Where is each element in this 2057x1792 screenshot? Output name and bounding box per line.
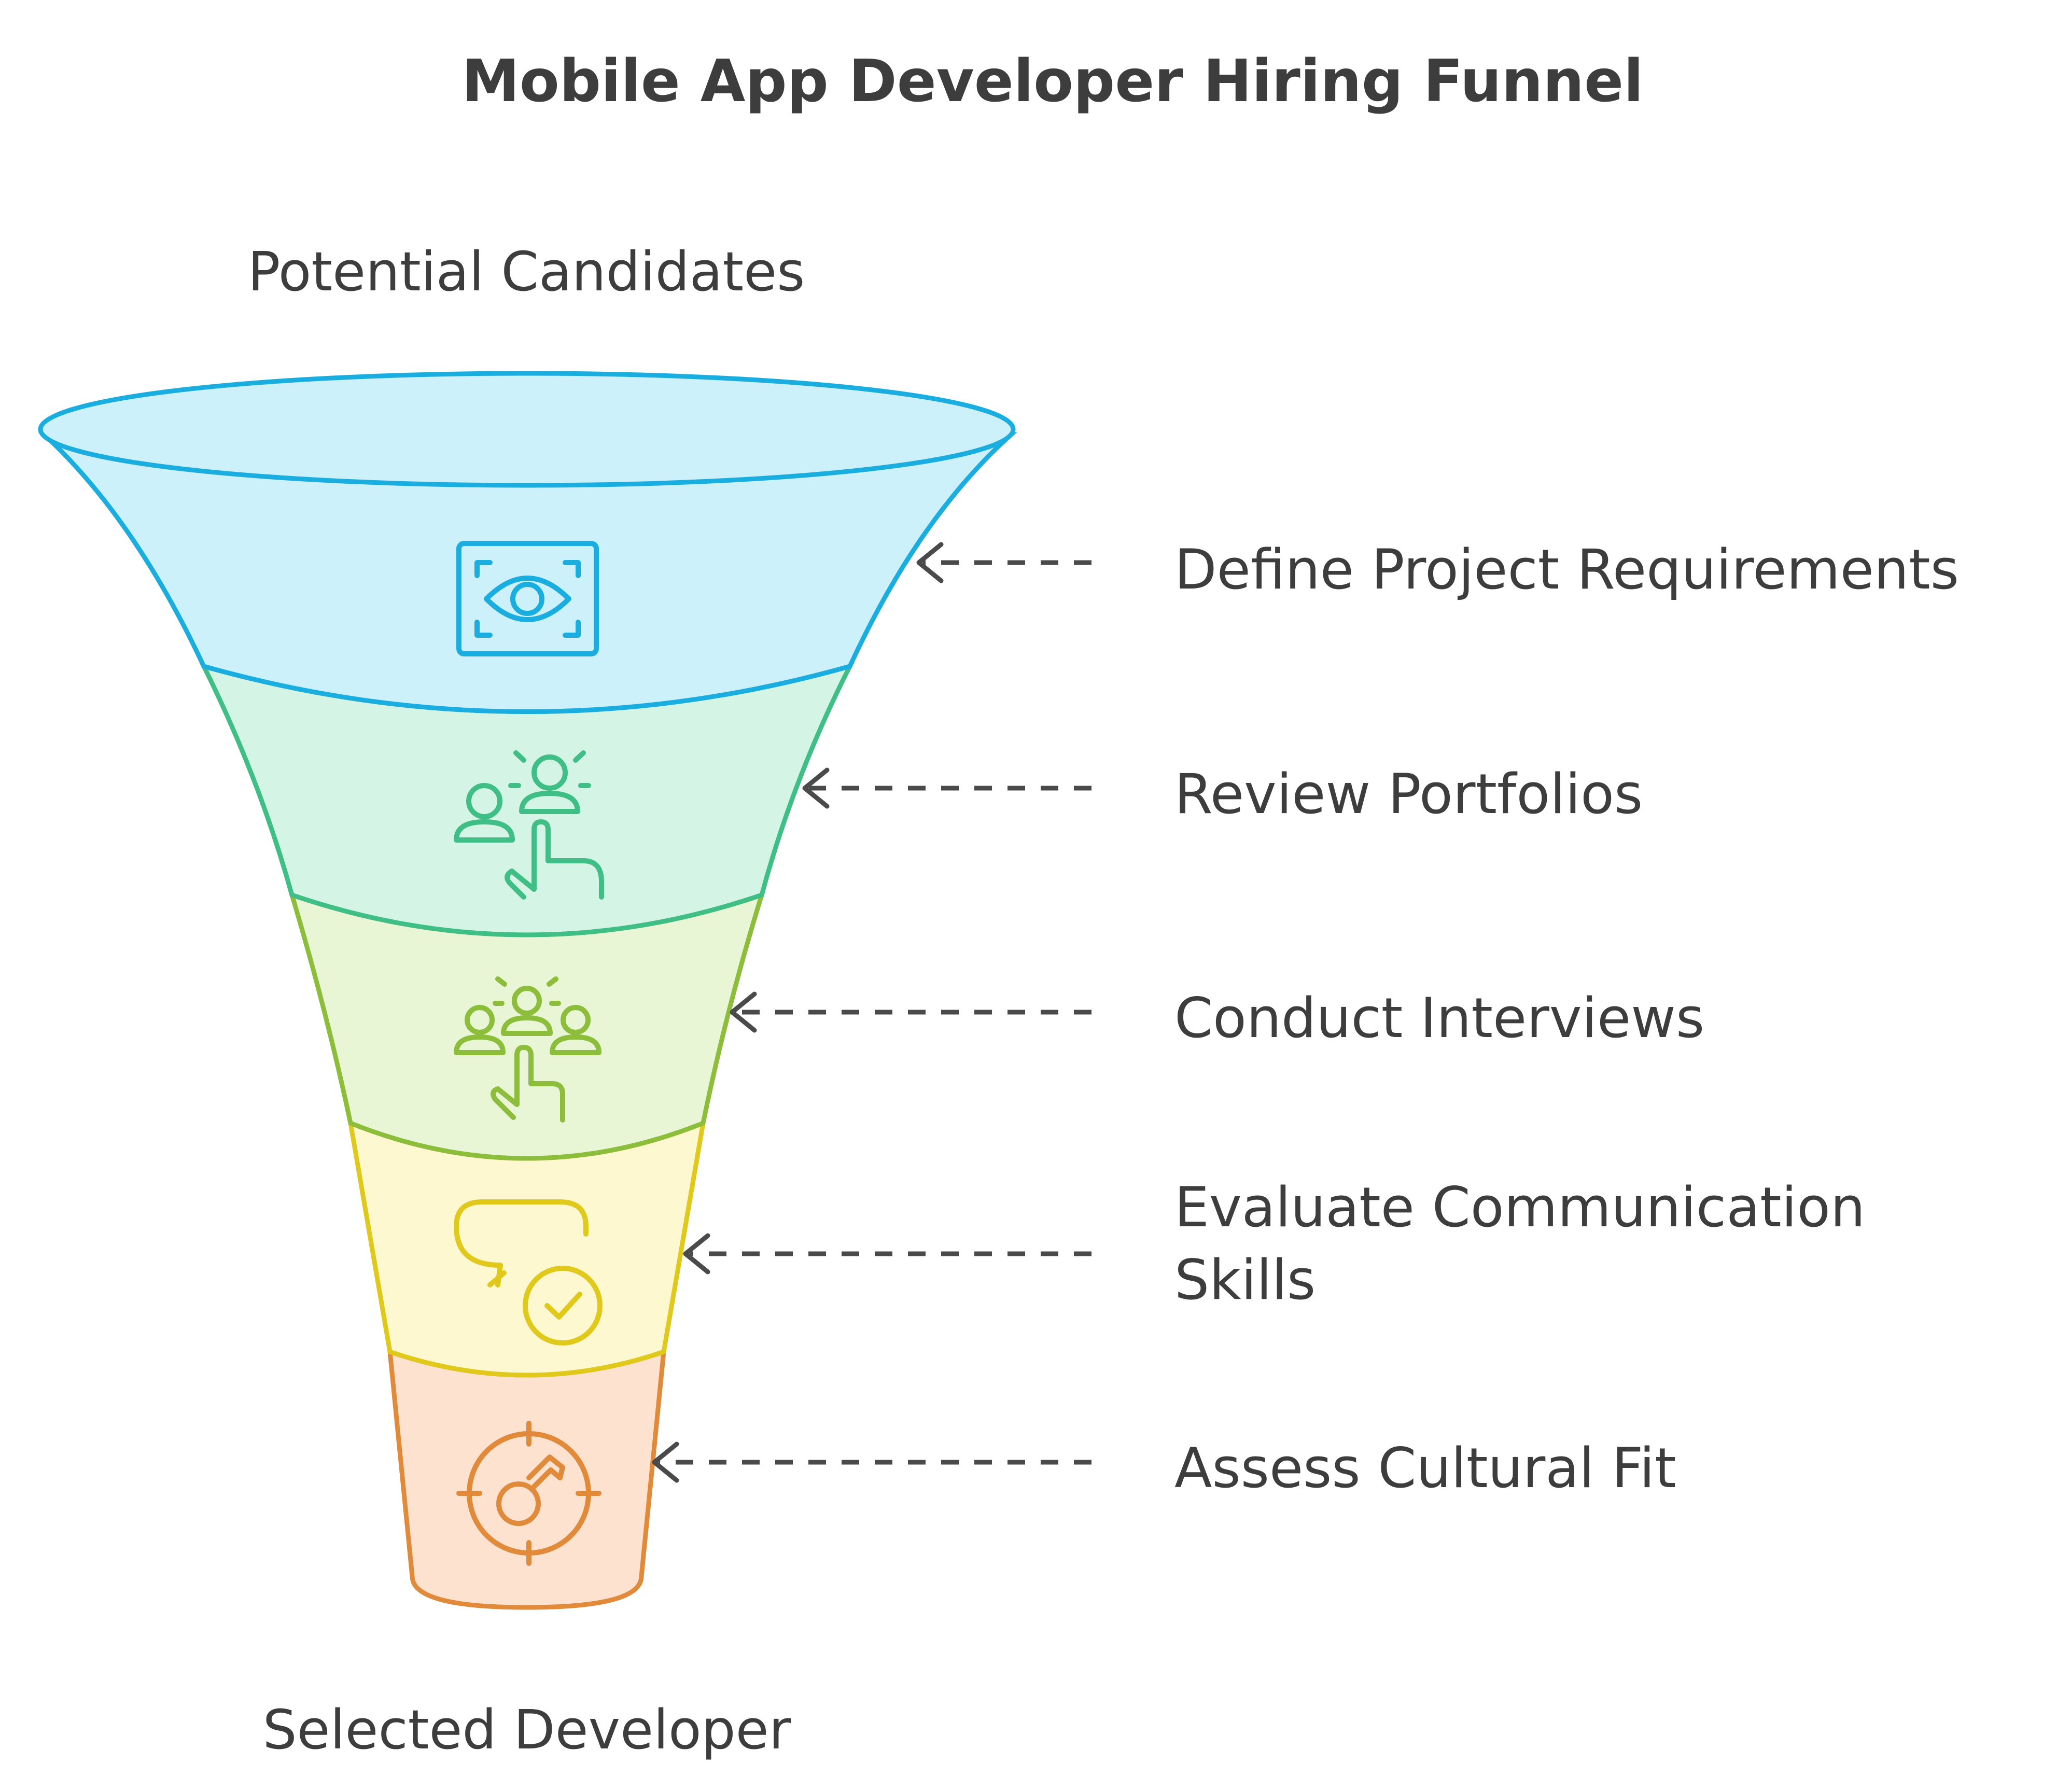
- group-select-icon: [454, 976, 601, 1123]
- arrow-stage-3: [730, 991, 1092, 1033]
- stage-label-1: Define Project Requirements: [1174, 538, 1959, 601]
- funnel-stage-5: [387, 1348, 667, 1610]
- stage-label-4: Evaluate Communication Skills: [1174, 1175, 1883, 1312]
- funnel-stage-4: [347, 1119, 706, 1378]
- stage-label-3: Conduct Interviews: [1174, 986, 1704, 1050]
- funnel-rim: [38, 371, 1016, 488]
- stage-label-2: Review Portfolios: [1174, 762, 1643, 826]
- arrow-stage-1: [916, 542, 1092, 583]
- arrow-stage-2: [802, 767, 1092, 809]
- arrow-stage-5: [652, 1441, 1092, 1483]
- arrow-stage-4: [683, 1233, 1092, 1275]
- stage-label-5: Assess Cultural Fit: [1174, 1436, 1676, 1500]
- top-caption: Potential Candidates: [248, 240, 805, 303]
- people-select-icon: [454, 750, 604, 900]
- chat-check-icon: [454, 1199, 603, 1346]
- funnel-stage-1: [38, 371, 1017, 714]
- bottom-caption: Selected Developer: [263, 1698, 791, 1761]
- target-key-icon: [456, 1421, 601, 1566]
- diagram-title: Mobile App Developer Hiring Funnel: [461, 48, 1643, 115]
- eye-scan-icon: [456, 541, 599, 656]
